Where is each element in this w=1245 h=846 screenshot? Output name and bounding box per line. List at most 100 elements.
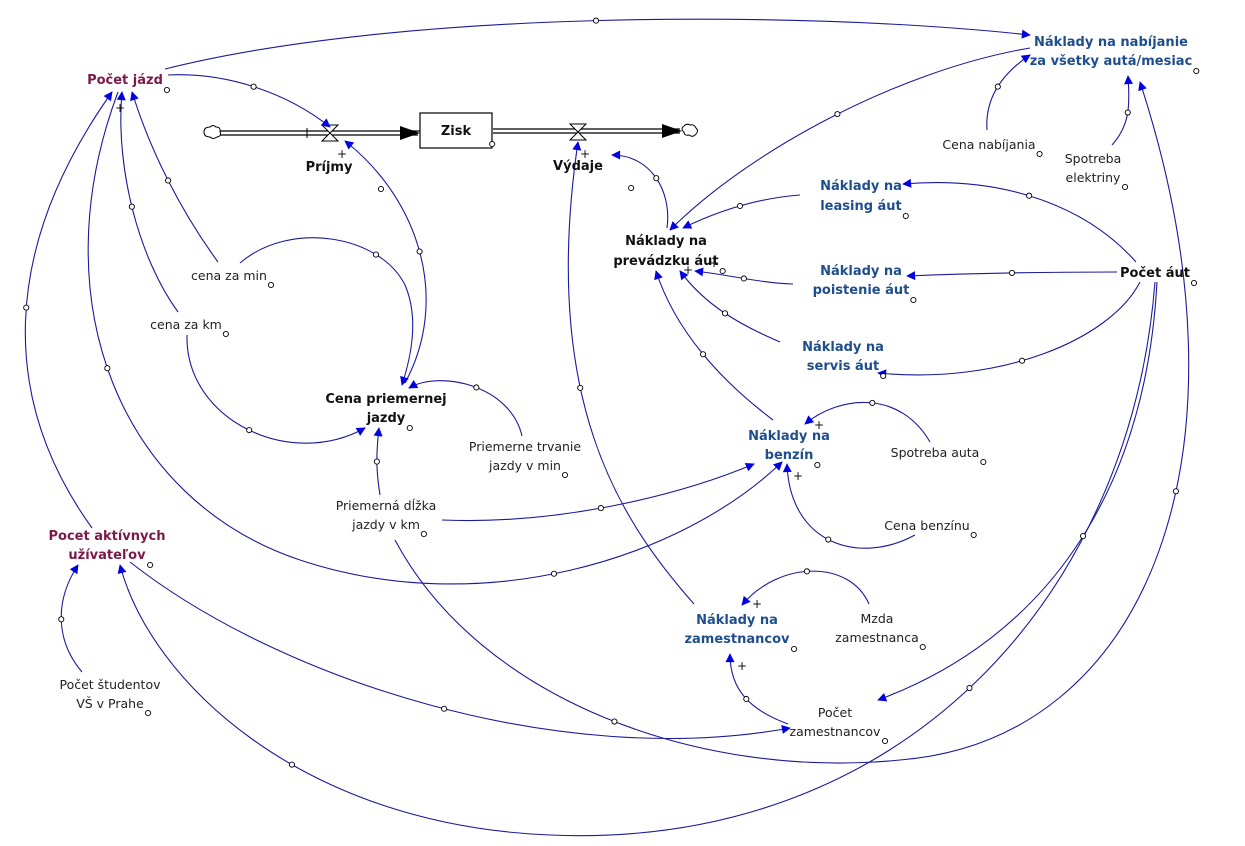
link-handle[interactable]	[104, 365, 111, 372]
link-handle[interactable]	[653, 175, 660, 182]
link-handle[interactable]	[825, 536, 832, 543]
variable-pocet-aktivnych-line2[interactable]: užívateľov	[68, 548, 146, 563]
variable-naklady-nabijanie-line2[interactable]: za všetky autá/mesiac	[1030, 54, 1193, 69]
link-handle[interactable]	[740, 275, 747, 282]
variable-handle[interactable]	[561, 471, 569, 479]
variable-handle[interactable]	[145, 709, 152, 717]
link-handle[interactable]	[1008, 269, 1016, 276]
link-handle[interactable]	[416, 248, 423, 255]
valve-prijmy-icon[interactable]	[320, 124, 340, 142]
variable-pocet-studentov-line1[interactable]: Počet študentov	[59, 677, 161, 692]
variable-handle[interactable]	[1122, 183, 1129, 191]
variable-handle[interactable]	[790, 645, 798, 653]
variable-naklady-nabijanie-line1[interactable]: Náklady na nabíjanie	[1034, 35, 1188, 50]
link-handle[interactable]	[1026, 192, 1033, 199]
variable-pocet-studentov-line2[interactable]: VŠ v Prahe	[76, 696, 144, 711]
variable-handle[interactable]	[814, 461, 821, 469]
variable-pocet-zamestnancov-line1[interactable]: Počet	[818, 705, 852, 720]
variable-priemerna-dlzka-line2[interactable]: jazdy v km	[351, 517, 420, 532]
variable-priemerne-trvanie-line2[interactable]: jazdy v min	[488, 458, 561, 473]
link-handle[interactable]	[869, 399, 876, 406]
variable-handle[interactable]	[489, 140, 496, 148]
link-handle[interactable]	[473, 384, 480, 391]
variable-handle[interactable]	[222, 330, 229, 338]
variable-pocet-jazd[interactable]: Počet jázd	[87, 73, 163, 88]
variable-handle[interactable]	[910, 296, 917, 304]
variable-handle[interactable]	[163, 86, 170, 94]
link-handle[interactable]	[373, 458, 380, 465]
link-handle[interactable]	[736, 202, 744, 210]
variable-handle[interactable]	[628, 184, 635, 192]
variable-naklady-leasing-line2[interactable]: leasing áut	[820, 199, 902, 214]
variable-spotreba-auta[interactable]: Spotreba auta	[891, 445, 980, 460]
link-handle[interactable]	[1018, 357, 1026, 364]
link-handle[interactable]	[834, 111, 841, 118]
stock-zisk[interactable]: Zisk	[419, 112, 493, 149]
variable-pocet-aut[interactable]: Počet áut	[1120, 266, 1190, 281]
flow-prijmy-label[interactable]: Príjmy	[306, 160, 353, 175]
variable-pocet-aktivnych-line1[interactable]: Pocet aktívnych	[49, 529, 166, 544]
variable-cena-priemernej-line2[interactable]: jazdy	[366, 411, 406, 426]
variable-naklady-prevadzka-line1[interactable]: Náklady na	[625, 234, 707, 249]
link-handle[interactable]	[577, 384, 584, 391]
variable-naklady-servis-line2[interactable]: servis áut	[807, 359, 879, 374]
link-handle[interactable]	[1172, 488, 1179, 495]
variable-handle[interactable]	[377, 185, 385, 193]
link-handle[interactable]	[550, 570, 558, 577]
variable-priemerna-dlzka-line1[interactable]: Priemerná dĺžka	[336, 498, 437, 513]
link-handle[interactable]	[441, 705, 448, 712]
variable-naklady-poistenie-line1[interactable]: Náklady na	[820, 264, 902, 279]
variable-handle[interactable]	[420, 530, 427, 538]
flow-pipe-prijmy[interactable]	[220, 126, 420, 140]
variable-handle[interactable]	[902, 212, 909, 220]
link-handle[interactable]	[246, 427, 253, 434]
variable-mzda-line1[interactable]: Mzda	[861, 611, 894, 626]
variable-naklady-benzin-line1[interactable]: Náklady na	[748, 429, 830, 444]
link-handle[interactable]	[288, 761, 295, 768]
variable-cena-priemernej-line1[interactable]: Cena priemernej	[325, 392, 446, 407]
link-handle[interactable]	[721, 310, 729, 317]
variable-handle[interactable]	[406, 424, 413, 432]
link-handle[interactable]	[58, 616, 65, 623]
variable-handle[interactable]	[882, 737, 889, 745]
link-handle[interactable]	[592, 17, 600, 24]
variable-handle[interactable]	[1193, 67, 1200, 75]
variable-handle[interactable]	[919, 643, 926, 651]
variable-naklady-poistenie-line2[interactable]: poistenie áut	[813, 283, 910, 298]
variable-handle[interactable]	[970, 531, 977, 539]
link-handle[interactable]	[803, 568, 810, 575]
variable-naklady-zamestnancov-line1[interactable]: Náklady na	[696, 613, 778, 628]
link-handle[interactable]	[165, 177, 172, 184]
link-handle[interactable]	[994, 83, 1001, 90]
variable-naklady-servis-line1[interactable]: Náklady na	[802, 340, 884, 355]
link-handle[interactable]	[597, 505, 604, 512]
valve-vydaje-icon[interactable]	[568, 123, 588, 141]
variable-naklady-leasing-line1[interactable]: Náklady na	[820, 179, 902, 194]
variable-spotreba-elektriny-line1[interactable]: Spotreba	[1065, 151, 1122, 166]
variable-handle[interactable]	[1190, 279, 1198, 287]
variable-spotreba-elektriny-line2[interactable]: elektriny	[1066, 170, 1122, 185]
flow-vydaje-label[interactable]: Výdaje	[553, 159, 603, 174]
variable-handle[interactable]	[267, 281, 274, 289]
variable-cena-za-km[interactable]: cena za km	[150, 317, 222, 332]
link-handle[interactable]	[700, 351, 707, 358]
flow-pipe-vydaje[interactable]	[493, 124, 682, 138]
variable-naklady-zamestnancov-line2[interactable]: zamestnancov	[684, 632, 790, 647]
variable-handle[interactable]	[719, 267, 726, 275]
link-handle[interactable]	[128, 203, 135, 210]
link-handle[interactable]	[1080, 533, 1087, 540]
variable-naklady-benzin-line2[interactable]: benzín	[765, 448, 814, 463]
variable-priemerne-trvanie-line1[interactable]: Priemerne trvanie	[469, 439, 581, 454]
variable-cena-nabijania[interactable]: Cena nabíjania	[942, 137, 1035, 152]
variable-handle[interactable]	[980, 458, 987, 466]
link-handle[interactable]	[611, 718, 618, 725]
link-handle[interactable]	[23, 304, 30, 311]
link-handle[interactable]	[966, 684, 973, 692]
variable-handle[interactable]	[880, 372, 887, 380]
variable-pocet-zamestnancov-line2[interactable]: zamestnancov	[790, 724, 882, 739]
link-handle[interactable]	[250, 83, 257, 90]
variable-handle[interactable]	[147, 561, 154, 569]
variable-mzda-line2[interactable]: zamestnanca	[835, 630, 919, 645]
link-handle[interactable]	[1124, 109, 1131, 116]
variable-handle[interactable]	[1036, 150, 1043, 158]
